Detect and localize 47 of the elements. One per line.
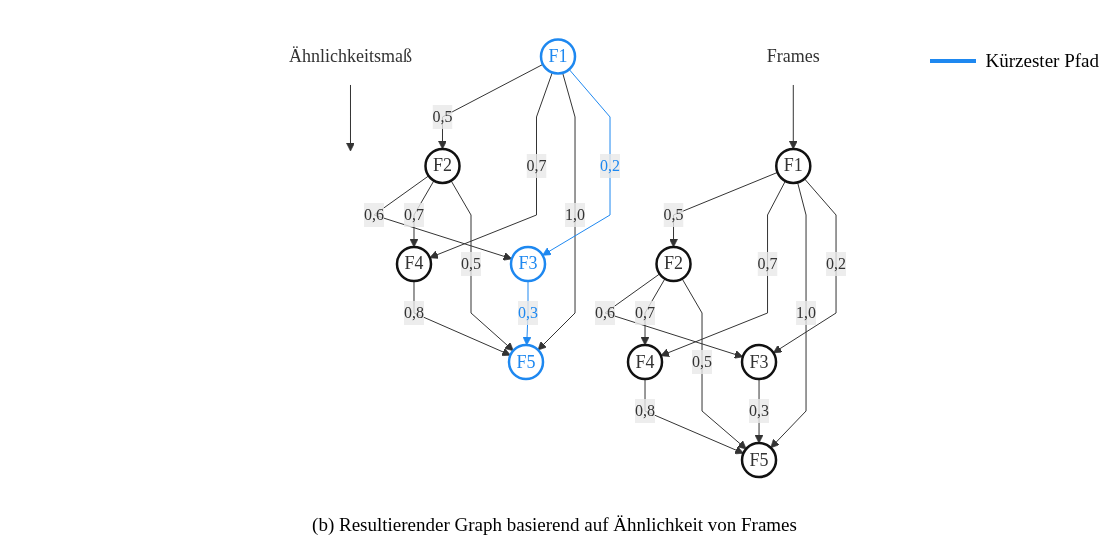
legend-text: Kürzester Pfad — [985, 50, 1099, 72]
arrow — [770, 181, 807, 449]
node-text: Frames — [766, 45, 820, 66]
edge-label: 0,3 — [518, 304, 539, 321]
edge-label: 0,5 — [692, 353, 713, 371]
arrow — [789, 84, 798, 150]
edge-label: 0,5 — [663, 205, 684, 223]
edge-label: 0,7 — [526, 156, 547, 174]
node-circle: F3 — [509, 245, 547, 283]
leader-arrow — [346, 84, 355, 152]
node-circle: F2 — [424, 147, 461, 185]
edge-label: 0,7 — [404, 205, 425, 223]
caption: (b) Resultierender Graph basierend auf Ähnlichkeit von Frames — [312, 514, 797, 536]
edge-label: 0,3 — [749, 402, 770, 420]
node-circle: F1 — [539, 38, 577, 75]
node-circle: F4 — [395, 245, 433, 283]
node-text: Ähnlichkeitsmaß — [289, 45, 413, 66]
arrow — [537, 72, 576, 351]
node-circle: F1 — [775, 147, 812, 185]
edge-label: 0,5 — [461, 254, 482, 272]
edge-label: 0,5 — [432, 107, 453, 125]
arrow — [681, 278, 747, 450]
node-circle: F2 — [655, 245, 692, 283]
arrow — [644, 378, 744, 455]
arrow — [409, 180, 435, 248]
edge-label: 1,0 — [796, 304, 817, 321]
arrow — [522, 280, 532, 346]
edge-label: 0,6 — [364, 205, 385, 223]
node-circle: F5 — [740, 441, 778, 479]
edge-label: 0,2 — [600, 156, 621, 174]
arrow — [773, 178, 837, 354]
edge-label: 0,8 — [635, 402, 656, 420]
edge-label: 0,7 — [757, 254, 778, 272]
edge-label: 0,8 — [404, 304, 425, 321]
edge-label: 0,6 — [595, 304, 616, 321]
arrow — [754, 378, 764, 444]
node-circle: F4 — [626, 343, 664, 381]
arrow — [542, 68, 611, 256]
arrow — [413, 280, 511, 357]
node-circle: F3 — [740, 343, 778, 381]
edge-label: 0,7 — [635, 304, 656, 321]
arrow — [450, 180, 514, 352]
edge-label: 1,0 — [565, 205, 586, 223]
node-circle: F5 — [507, 343, 545, 381]
arrow — [640, 278, 666, 346]
arrow — [438, 63, 544, 150]
edge-label: 0,2 — [826, 254, 847, 272]
